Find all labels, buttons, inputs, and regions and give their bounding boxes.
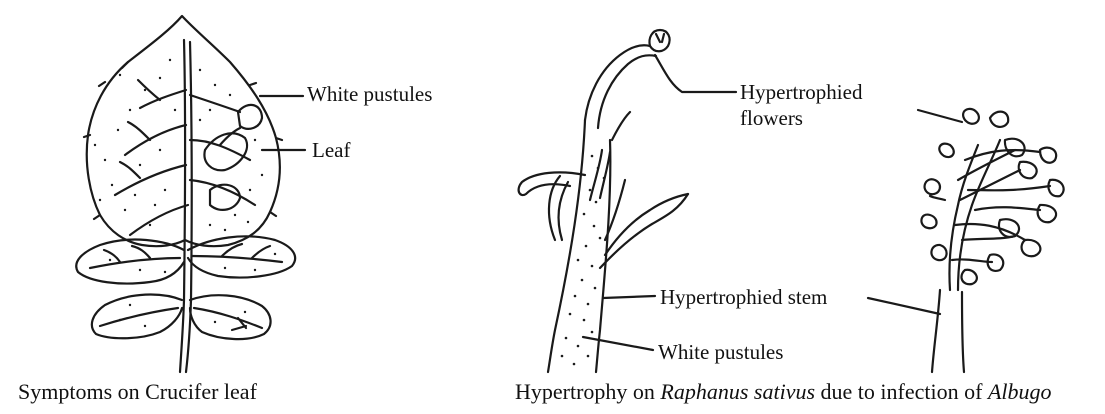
crucifer-leaf-drawing [76,16,295,372]
caption-species: Raphanus sativus [660,379,815,404]
label-hypertrophied-flowers-line2: flowers [740,106,803,130]
caption-part1: Hypertrophy on [515,379,660,404]
flower-cluster-drawing [921,109,1063,372]
leader-white-pustules-right [583,337,653,350]
caption-crucifer-leaf: Symptoms on Crucifer leaf [18,380,257,404]
leader-stem-cluster [868,298,940,314]
label-white-pustules-right: White pustules [658,340,783,364]
label-hypertrophied-stem: Hypertrophied stem [660,285,827,309]
label-hypertrophied-flowers-line1: Hypertrophied [740,80,862,104]
leader-hypertrophied-stem [603,296,655,298]
caption-genus: Albugo [988,379,1052,404]
leader-hypertrophied-flowers [655,55,736,92]
caption-part2: due to infection of [815,379,988,404]
label-leaf: Leaf [312,138,350,162]
right-curved-branch [605,194,688,255]
stem-outline [548,120,585,372]
caption-raphanus-hypertrophy: Hypertrophy on Raphanus sativus due to i… [515,380,1052,404]
raphanus-stem-drawing [519,30,688,372]
label-white-pustules-left: White pustules [307,82,432,106]
leader-flowers-cluster [918,110,962,122]
